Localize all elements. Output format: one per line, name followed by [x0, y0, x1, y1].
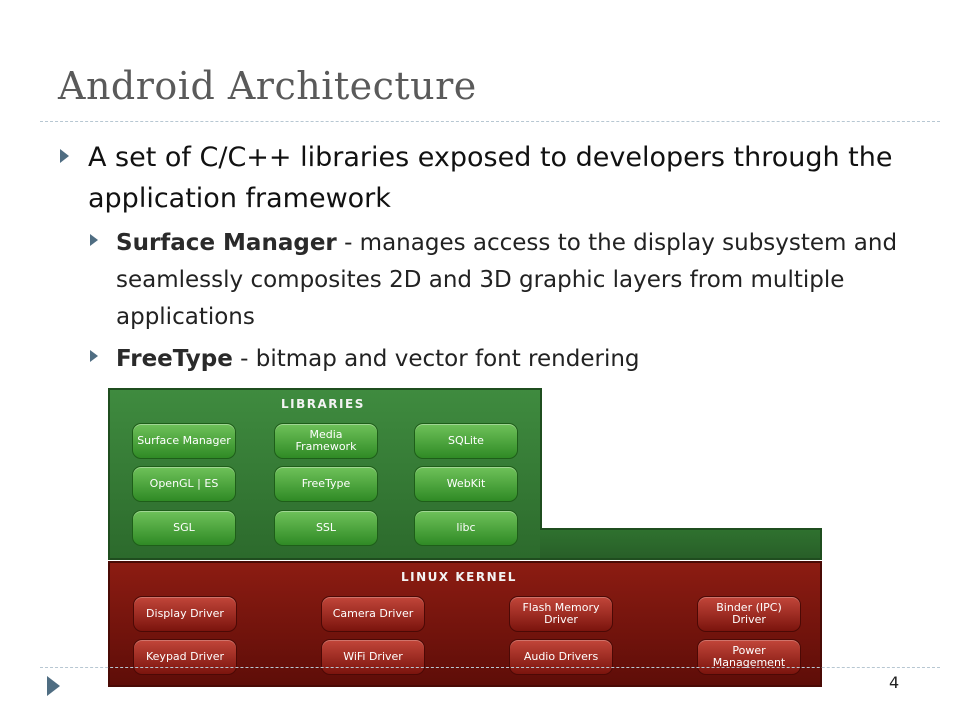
- triangle-right-icon: [47, 676, 60, 696]
- bullet-freetype-text: FreeType - bitmap and vector font render…: [116, 341, 640, 378]
- driver-audio: Audio Drivers: [509, 639, 613, 675]
- driver-binder-ipc: Binder (IPC) Driver: [697, 596, 801, 632]
- desc-freetype: - bitmap and vector font rendering: [232, 346, 640, 372]
- libraries-layer: [108, 388, 542, 560]
- bullet-main: A set of C/C++ libraries exposed to deve…: [60, 137, 900, 219]
- page-number: 4: [889, 673, 900, 692]
- triangle-right-icon: [60, 149, 69, 163]
- bullet-surface-manager: Surface Manager - manages access to the …: [90, 225, 910, 336]
- libraries-layer-extension: [540, 528, 822, 560]
- lib-media-framework: Media Framework: [274, 423, 378, 459]
- title-divider: [40, 121, 940, 122]
- driver-flash-memory: Flash Memory Driver: [509, 596, 613, 632]
- desc-surface-manager: - manages access to the display subsyste…: [116, 230, 898, 330]
- driver-display: Display Driver: [133, 596, 237, 632]
- linux-kernel-label: Linux Kernel: [401, 570, 517, 584]
- slide-title: Android Architecture: [58, 64, 477, 108]
- footer-divider: [40, 667, 940, 668]
- term-freetype: FreeType: [116, 346, 233, 372]
- lib-sqlite: SQLite: [414, 423, 518, 459]
- triangle-right-icon: [90, 350, 98, 362]
- linux-kernel-layer: [108, 561, 822, 687]
- driver-power-management: Power Management: [697, 639, 801, 675]
- bullet-surface-manager-text: Surface Manager - manages access to the …: [116, 225, 910, 336]
- driver-keypad: Keypad Driver: [133, 639, 237, 675]
- lib-webkit: WebKit: [414, 466, 518, 502]
- driver-wifi: WiFi Driver: [321, 639, 425, 675]
- triangle-right-icon: [90, 234, 98, 246]
- term-surface-manager: Surface Manager: [116, 230, 337, 256]
- bullet-main-text: A set of C/C++ libraries exposed to deve…: [88, 142, 893, 214]
- lib-opengl-es: OpenGL | ES: [132, 466, 236, 502]
- lib-sgl: SGL: [132, 510, 236, 546]
- lib-surface-manager: Surface Manager: [132, 423, 236, 459]
- lib-libc: libc: [414, 510, 518, 546]
- driver-camera: Camera Driver: [321, 596, 425, 632]
- lib-freetype: FreeType: [274, 466, 378, 502]
- lib-ssl: SSL: [274, 510, 378, 546]
- bullet-freetype: FreeType - bitmap and vector font render…: [90, 341, 910, 378]
- libraries-label: Libraries: [281, 397, 365, 411]
